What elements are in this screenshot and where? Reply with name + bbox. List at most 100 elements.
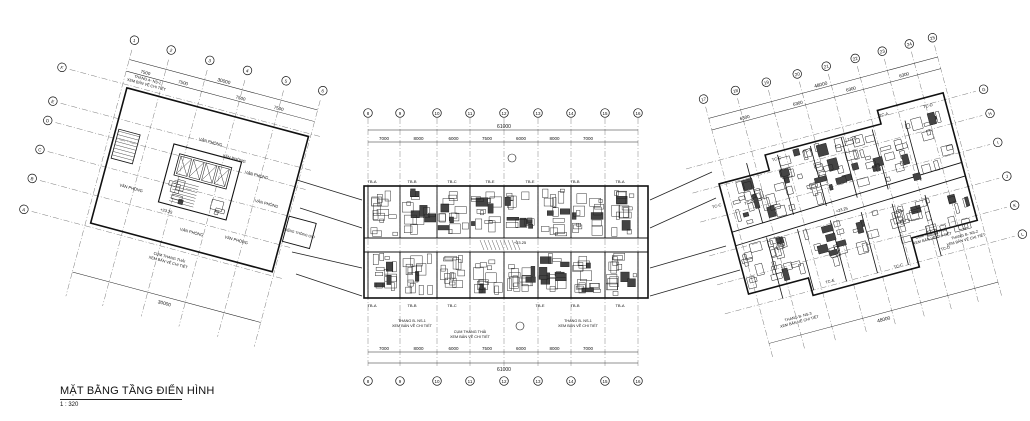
unit-label: TC-D: [940, 244, 951, 251]
fixture: [410, 188, 416, 197]
axis-label: D: [45, 118, 50, 124]
fixture: [488, 220, 496, 233]
axis-label: 9: [399, 379, 402, 384]
fixture: [856, 176, 871, 188]
axis-label: I: [997, 140, 1000, 145]
fixture: [552, 258, 562, 262]
fixture: [428, 212, 436, 218]
fixture: [440, 268, 448, 281]
fixture: [855, 240, 869, 256]
fixture: [444, 277, 457, 288]
grid-line: [141, 69, 208, 317]
fixture: [820, 224, 834, 234]
grid-line: [911, 51, 979, 303]
fixture: [611, 255, 623, 260]
fixture: [450, 272, 454, 281]
fixture: [895, 142, 909, 151]
axis-label: 14: [568, 111, 574, 116]
fixture: [836, 228, 845, 235]
axis-bubble: [395, 108, 405, 118]
fixture: [375, 282, 383, 289]
fixture: [802, 229, 810, 241]
fixture: [528, 224, 533, 229]
axis-label: 9: [399, 111, 402, 116]
fixture: [375, 266, 385, 271]
dim-span-bottom: 8000: [413, 346, 424, 351]
unit-label: TC-C: [711, 202, 722, 209]
axis-bubble: [633, 376, 643, 386]
fixture: [377, 198, 389, 207]
fixture: [826, 157, 840, 172]
fixture: [423, 207, 431, 218]
left-block: 123456FEDCBA30000750075007500750030000VĂ…: [19, 35, 328, 347]
fixture: [954, 202, 961, 214]
fixture: [521, 284, 529, 292]
fixture: [504, 197, 511, 206]
axis-bubble: [533, 376, 543, 386]
fixture: [833, 136, 846, 149]
corridor-bottom: [735, 175, 966, 247]
fixture: [612, 291, 619, 296]
fixture: [471, 198, 484, 202]
fixture: [612, 256, 618, 266]
fixture: [945, 144, 954, 151]
fixture: [901, 153, 911, 166]
fixture: [376, 209, 389, 216]
drawing-scale: 1 : 320: [60, 402, 79, 408]
partition: [904, 120, 922, 181]
grid-line: [102, 59, 169, 307]
fixture: [832, 256, 841, 267]
drawing-title: MẶT BẰNG TẦNG ĐIỂN HÌNH: [60, 385, 215, 397]
fixture: [914, 199, 928, 209]
fixture: [606, 282, 618, 291]
fixture: [904, 123, 911, 130]
fixture: [415, 271, 420, 282]
axis-label: 8: [367, 379, 370, 384]
note: XEM BẢN VẼ CHI TIẾT: [450, 334, 491, 339]
note: XEM BẢN VẼ CHI TIẾT: [392, 323, 433, 328]
fixture: [572, 212, 577, 220]
unit-label-bottom: TB-B: [407, 303, 416, 308]
axis-bubble: [48, 96, 58, 106]
dim-span: 7500: [140, 69, 151, 77]
fixture: [594, 203, 604, 210]
fixture: [925, 225, 931, 234]
dim-span-top: 6000: [516, 136, 527, 141]
fixture: [798, 262, 806, 275]
fixture: [598, 199, 603, 203]
fixture: [476, 209, 486, 214]
fixture: [513, 282, 521, 292]
fixture: [485, 191, 495, 199]
fixture: [792, 148, 801, 157]
fixture: [752, 196, 761, 209]
partition: [840, 137, 858, 198]
fixture: [379, 218, 384, 223]
fixture: [477, 281, 488, 290]
fixture: [774, 204, 788, 218]
dim-total-bottom: 48000: [877, 315, 892, 324]
fixture: [552, 207, 559, 217]
dim-span: 6300: [899, 71, 910, 79]
unit-label-top: TB-B: [570, 179, 579, 184]
fixture: [774, 245, 786, 260]
fixture: [776, 243, 785, 250]
fixture: [619, 211, 632, 219]
fixture: [214, 207, 226, 215]
fixture: [488, 259, 496, 265]
axis-bubble: [43, 115, 53, 126]
axis-label: 10: [434, 379, 440, 384]
axis-label: 3: [208, 58, 212, 64]
unit-label-top: TB-C: [447, 179, 456, 184]
fixture: [475, 263, 481, 269]
axis-label: 18: [732, 88, 739, 94]
fixture: [372, 253, 379, 265]
unit-label-bottom: TB-E: [535, 303, 544, 308]
stair-tread: [113, 147, 136, 154]
axis-bubble: [19, 204, 29, 214]
grid-line: [799, 81, 867, 333]
fixture: [575, 285, 584, 290]
fixture: [409, 283, 416, 294]
axis-bubble: [363, 108, 373, 118]
